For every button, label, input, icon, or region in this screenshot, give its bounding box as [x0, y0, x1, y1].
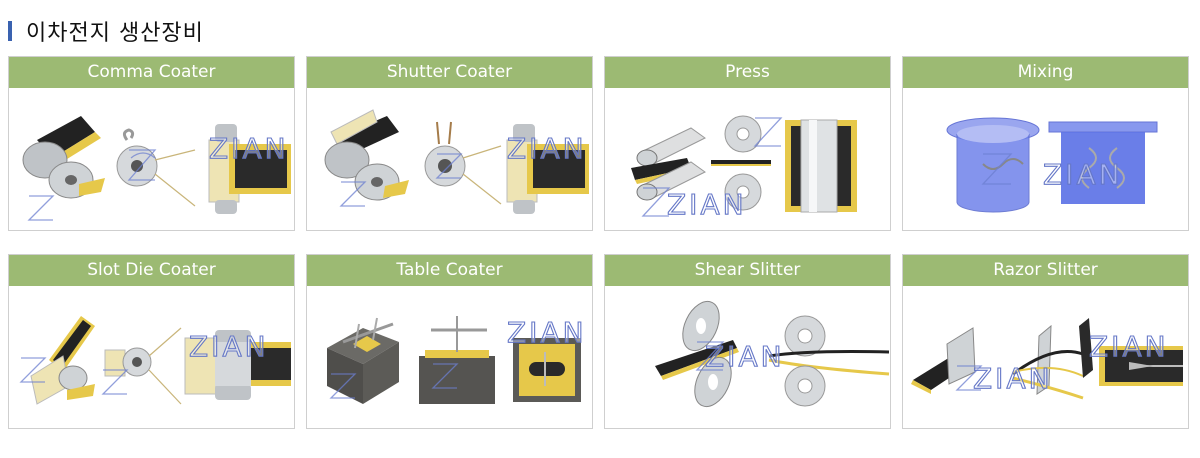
card-title: Press [605, 57, 890, 88]
watermark-text: ZIAN [973, 362, 1053, 395]
comma-coater-illustration: ZIAN [9, 88, 294, 230]
table-coater-illustration: ZIAN [307, 286, 592, 428]
slot-die-coater-icon: ZIAN [19, 316, 291, 405]
press-illustration: ZIAN [605, 88, 890, 230]
watermark-text: ZIAN [705, 340, 785, 373]
watermark-text: ZIAN [667, 188, 747, 221]
card-razor-slitter[interactable]: Razor Slitter ZIAN ZIAN [902, 254, 1189, 429]
card-shutter-coater[interactable]: Shutter Coater [306, 56, 593, 231]
page-heading: 이차전지 생산장비 [8, 14, 204, 48]
card-shear-slitter[interactable]: Shear Slitter ZIAN [604, 254, 891, 429]
shutter-coater-icon: ZIAN [324, 109, 589, 214]
razor-slitter-illustration: ZIAN ZIAN [903, 286, 1188, 428]
heading-accent-bar [8, 21, 12, 41]
card-title: Slot Die Coater [9, 255, 294, 286]
card-slot-die-coater[interactable]: Slot Die Coater ZI [8, 254, 295, 429]
table-coater-icon: ZIAN [327, 315, 587, 404]
comma-coater-icon: ZIAN [22, 116, 291, 221]
press-icon: ZIAN [631, 115, 857, 222]
page-title: 이차전지 생산장비 [26, 21, 204, 46]
watermark-text: ZIAN [507, 132, 587, 165]
card-title: Shear Slitter [605, 255, 890, 286]
shear-slitter-illustration: ZIAN [605, 286, 890, 428]
card-mixing[interactable]: Mixing ZIAN [902, 56, 1189, 231]
card-title: Shutter Coater [307, 57, 592, 88]
slot-die-coater-illustration: ZIAN [9, 286, 294, 428]
card-table-coater[interactable]: Table Coater ZIAN [306, 254, 593, 429]
card-title: Razor Slitter [903, 255, 1188, 286]
mixing-illustration: ZIAN [903, 88, 1188, 230]
watermark-text: ZIAN [507, 316, 587, 349]
card-title: Comma Coater [9, 57, 294, 88]
watermark-text: ZIAN [1089, 330, 1169, 363]
card-comma-coater[interactable]: Comma Coater ZIAN [8, 56, 295, 231]
razor-slitter-icon: ZIAN ZIAN [911, 318, 1183, 400]
watermark-text: ZIAN [1043, 158, 1123, 191]
shear-slitter-icon: ZIAN [655, 300, 890, 408]
card-title: Table Coater [307, 255, 592, 286]
mixing-icon: ZIAN [946, 117, 1158, 213]
watermark-text: ZIAN [209, 132, 289, 165]
card-press[interactable]: Press ZIAN [604, 56, 891, 231]
shutter-coater-illustration: ZIAN [307, 88, 592, 230]
card-title: Mixing [903, 57, 1188, 88]
watermark-text: ZIAN [189, 330, 269, 363]
